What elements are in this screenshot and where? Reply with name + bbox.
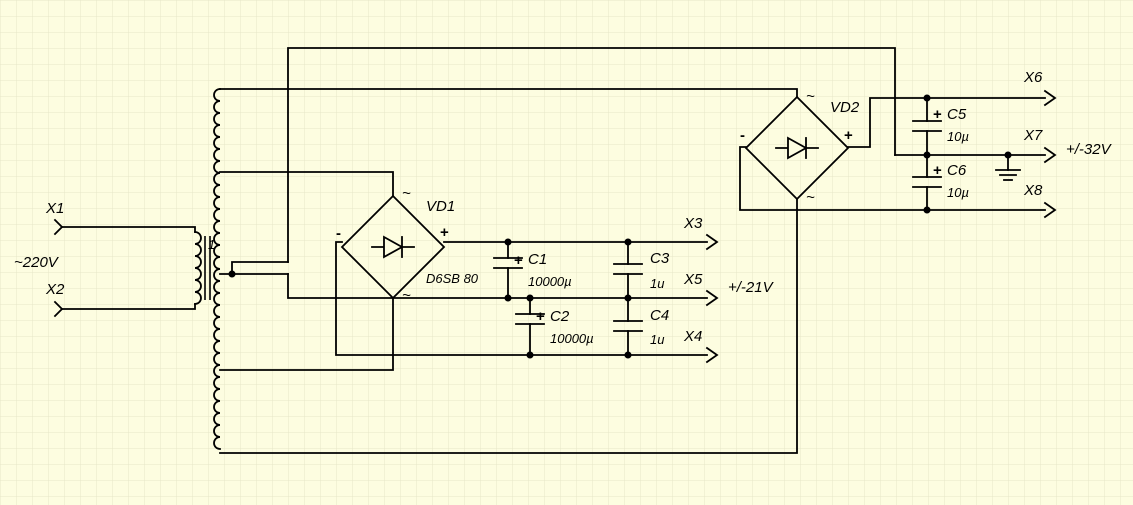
- output-arrows: [705, 89, 1057, 364]
- x2-label: X2: [45, 281, 65, 298]
- transformer-secondary-winding: [213, 88, 221, 450]
- c5-polarity: +: [933, 106, 942, 123]
- x5-label: X5: [683, 271, 703, 288]
- capacitor-c4: [613, 320, 643, 332]
- c4-value: 1u: [650, 332, 664, 347]
- c3-value: 1u: [650, 276, 664, 291]
- x7-label: X7: [1023, 127, 1043, 144]
- c1-value: 10000µ: [528, 274, 572, 289]
- vd1-part-label: D6SB 80: [426, 271, 479, 286]
- input-terminals: [53, 218, 196, 318]
- junction-dots: [228, 94, 1012, 359]
- bridge-vd2: [744, 95, 850, 201]
- c2-label: C2: [550, 308, 570, 325]
- bridge-vd1: [340, 194, 446, 300]
- transformer-primary-winding: [194, 231, 202, 305]
- c4-label: C4: [650, 307, 669, 324]
- capacitor-c1: [493, 257, 523, 269]
- capacitor-c6: [912, 176, 942, 188]
- c2-polarity: +: [536, 308, 545, 325]
- input-voltage-label: ~220V: [14, 254, 60, 271]
- vd1-plus-symbol: +: [440, 224, 449, 241]
- vd2-ac-bottom-symbol: ~: [806, 189, 815, 206]
- c1-polarity: +: [514, 252, 523, 269]
- capacitor-c3: [613, 263, 643, 275]
- c2-value: 10000µ: [550, 331, 594, 346]
- x1-label: X1: [45, 200, 64, 217]
- c6-label: C6: [947, 162, 967, 179]
- vd2-plus-symbol: +: [844, 127, 853, 144]
- c6-value: 10µ: [947, 185, 969, 200]
- voltage-32-label: +/-32V: [1066, 141, 1113, 158]
- vd1-ac-bottom-symbol: ~: [402, 287, 411, 304]
- vd1-minus-symbol: -: [336, 225, 341, 242]
- c5-value: 10µ: [947, 129, 969, 144]
- capacitor-c5: [912, 120, 942, 132]
- x4-label: X4: [683, 328, 702, 345]
- vd2-ac-top-symbol: ~: [806, 88, 815, 105]
- vd2-minus-symbol: -: [740, 127, 745, 144]
- vd1-label: VD1: [426, 198, 455, 215]
- transformer-core: [204, 236, 211, 300]
- x8-label: X8: [1023, 182, 1043, 199]
- c5-label: C5: [947, 106, 967, 123]
- capacitor-c2: [515, 313, 545, 325]
- winding-number: 1: [208, 237, 215, 252]
- vd1-ac-top-symbol: ~: [402, 185, 411, 202]
- c1-label: C1: [528, 251, 547, 268]
- c6-polarity: +: [933, 162, 942, 179]
- voltage-21-label: +/-21V: [728, 279, 775, 296]
- x6-label: X6: [1023, 69, 1043, 86]
- x3-label: X3: [683, 215, 703, 232]
- c3-label: C3: [650, 250, 670, 267]
- vd2-label: VD2: [830, 99, 860, 116]
